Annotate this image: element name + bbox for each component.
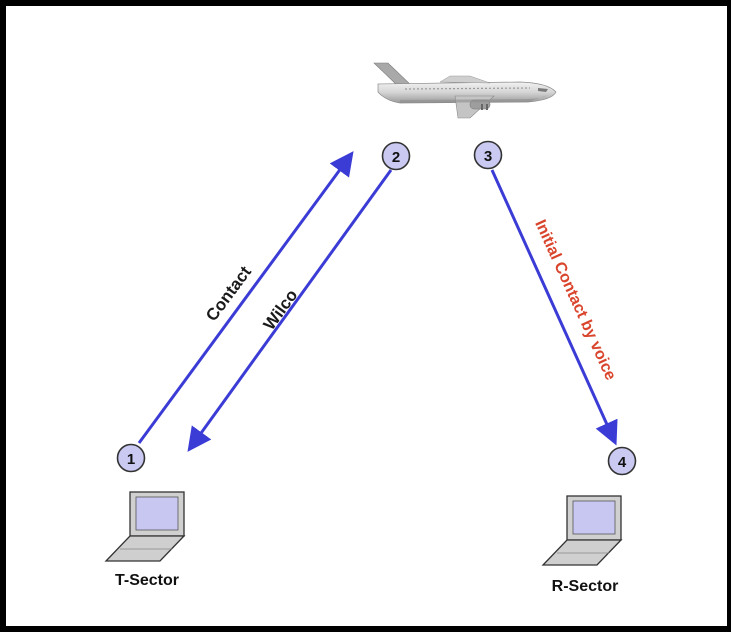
laptop-icon <box>541 495 623 566</box>
node-2-label: 2 <box>392 149 400 166</box>
laptop-icon <box>104 491 186 562</box>
node-1: 1 <box>116 443 146 473</box>
wilco-arrow <box>187 169 393 452</box>
initial-contact-label: Initial Contact by voice <box>531 217 619 383</box>
r-sector-label: R-Sector <box>552 578 619 595</box>
node-2: 2 <box>381 141 411 171</box>
node-3-label: 3 <box>484 148 492 165</box>
initial-contact-arrow <box>490 169 618 446</box>
contact-arrow <box>137 151 354 444</box>
t-sector-label: T-Sector <box>115 572 179 589</box>
node-4-label: 4 <box>618 454 627 471</box>
airplane-icon <box>373 62 557 119</box>
node-4: 4 <box>607 446 637 476</box>
wilco-label: Wilco <box>260 286 302 334</box>
node-1-label: 1 <box>127 451 135 468</box>
node-3: 3 <box>473 140 503 170</box>
